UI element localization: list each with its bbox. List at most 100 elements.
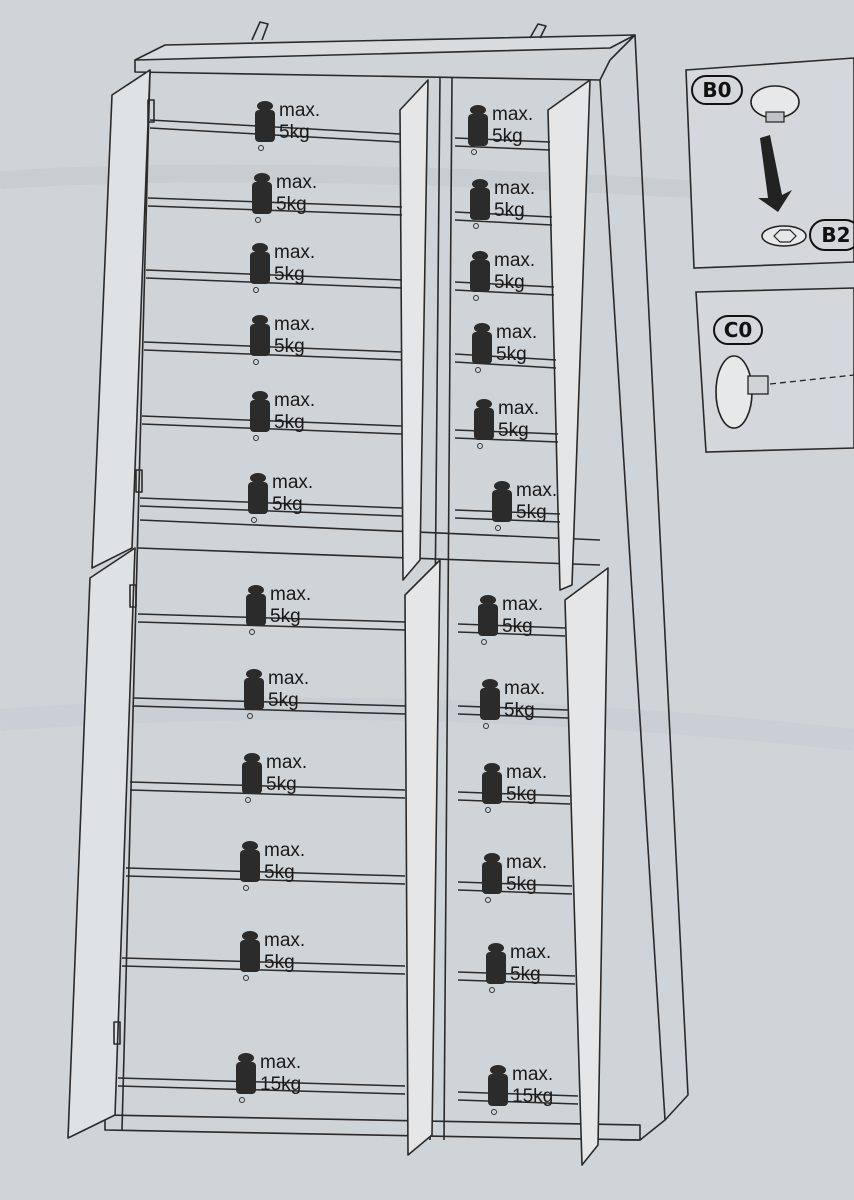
shelf-pin-hole [253,359,259,365]
shelf-board-edge [121,965,406,975]
shelf-board-edge [137,621,406,631]
load-label-max: max. [510,942,551,963]
shelf-board-edge [147,205,403,216]
load-label-max: max. [266,752,307,773]
shelf-pin-hole [249,629,255,635]
part-c0-badge [713,315,763,345]
hinge [147,99,155,123]
shelf-pin-hole [251,517,257,523]
weight-icon [250,315,270,356]
weight-icon [255,101,275,142]
load-label-kg: 5kg [264,952,295,973]
door-right-lower [564,567,609,1166]
load-label-max: max. [504,678,545,699]
door-center-upper [399,79,429,581]
inset-c0: C0 [695,287,854,453]
cabinet-structure [67,21,689,1166]
load-label-kg: 5kg [274,264,305,285]
shelf-pin-hole [253,287,259,293]
load-label-kg: 5kg [268,690,299,711]
weight-icon [492,481,512,522]
load-label-max: max. [494,178,535,199]
shelf-board [457,1091,579,1097]
hinge [135,469,143,493]
load-label-max: max. [276,172,317,193]
shelf-board [143,341,403,353]
shelf-pin-hole [485,897,491,903]
load-label-kg: 5kg [516,502,547,523]
shelf-pin-hole [477,443,483,449]
shelf-pin-hole [247,713,253,719]
weight-icon [250,391,270,432]
shelf-board [125,867,406,877]
weight-icon [244,669,264,710]
part-b2-badge [809,219,854,251]
load-label-max: max. [494,250,535,271]
weight-icon [472,323,492,364]
shelf-board-edge [129,789,406,799]
load-label-kg: 5kg [494,272,525,293]
load-label-kg: 5kg [492,126,523,147]
load-label-kg: 5kg [274,336,305,357]
part-b0-label: B0 [702,78,731,102]
shelf-board-edge [145,277,403,289]
door-left-lower [67,547,136,1139]
shelf-board-edge [457,1099,579,1105]
weight-icon [480,679,500,720]
shelf-board [454,353,557,361]
hinge [129,584,137,608]
arrow-down-icon [758,135,792,212]
door-left-upper [91,69,151,569]
weight-icon [236,1053,256,1094]
load-label-kg: 5kg [266,774,297,795]
weight-icon [240,931,260,972]
load-label-max: max. [516,480,557,501]
load-label-max: max. [268,668,309,689]
shelf-board [133,697,406,707]
load-label-kg: 5kg [264,862,295,883]
knob-c0 [715,355,753,429]
weight-icon [482,763,502,804]
load-label-max: max. [272,472,313,493]
shelf-board [129,781,406,791]
weight-icon [482,853,502,894]
shelf-board-edge [139,505,403,517]
shelf-board-edge [454,219,553,226]
shelf-board [137,613,406,623]
shelf-board-edge [141,423,403,435]
part-b0-badge [691,75,743,105]
load-label-max: max. [274,314,315,335]
weight-icon [470,179,490,220]
load-label-kg: 5kg [272,494,303,515]
load-label-kg: 5kg [502,616,533,637]
door-center-lower [404,559,441,1156]
load-label-max: max. [498,398,539,419]
shelf-pin-hole [489,987,495,993]
load-label-max: max. [274,242,315,263]
shelf-board-edge [457,631,566,637]
part-b2-label: B2 [821,223,850,247]
weight-icon [468,105,488,146]
weight-icon [246,585,266,626]
door-right-upper [547,79,591,591]
load-label-kg: 5kg [504,700,535,721]
shelf-pin-hole [255,217,261,223]
cabinet-middle-joint-lower [137,547,601,566]
shelf-board [457,623,566,629]
cam-lock-slot [773,229,797,243]
shelf-board [147,197,403,208]
load-label-kg: 5kg [506,784,537,805]
load-label-max: max. [270,584,311,605]
load-label-kg: 5kg [270,606,301,627]
shelf-pin-hole [475,367,481,373]
shelf-pin-hole [258,145,264,151]
shelf-pin-hole [473,223,479,229]
weight-icon [474,399,494,440]
shelf-board-edge [117,1085,406,1095]
weight-icon [240,841,260,882]
hinge [113,1021,121,1045]
shelves-group [117,119,579,1105]
load-label-kg: 15kg [512,1086,553,1107]
load-label-kg: 5kg [506,874,537,895]
